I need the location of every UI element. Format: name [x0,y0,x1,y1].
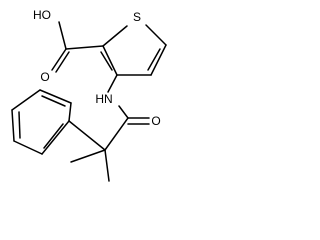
phenyl-double-1 [41,95,66,107]
quaternary-carbon [68,120,110,182]
atom-label-amide-carbonyl-oxygen: O [151,114,160,128]
bond-c3-n [107,74,118,93]
bond-c5-c4-double [147,48,161,71]
atom-label-amide-nitrogen: HN [95,92,112,106]
phenyl-bond-6 [41,120,70,155]
atom-label-acid-carbonyl-oxygen: O [40,70,49,84]
phenyl-double-2 [18,111,21,139]
atom-label-hydroxyl: HO [33,8,51,22]
bond-c-carbonyl-o-double [55,51,70,73]
bond-c3-c2 [102,45,118,76]
bond-c-oh [58,21,67,50]
bond-c-quaternary [104,117,129,151]
phenyl-bond-1 [68,102,72,122]
phenyl-double-3 [43,123,64,149]
carboxylic-acid-group [51,21,104,73]
bond-methyl-2 [70,149,106,163]
bond-c3-c2-double [100,51,113,71]
thiophene-ring [100,24,167,76]
amide-group [104,74,150,151]
phenyl-bond-3 [11,89,41,111]
bond-c-carbonyl-o [51,48,67,71]
bond-s-c5 [145,24,167,46]
bond-methyl-1 [104,149,110,182]
bond-n-c [118,105,129,119]
bond-c2-s [102,25,128,47]
phenyl-bond-5 [13,140,43,155]
phenyl-ring [11,89,72,155]
phenyl-bond-4 [11,109,15,142]
bond-c-ring [65,45,104,50]
chemical-structure-diagram: HO O S HN O [11,8,167,182]
atom-label-sulfur: S [133,10,141,24]
bond-c5-c4 [150,44,167,76]
phenyl-bond-2 [39,89,72,104]
bond-phenyl [68,120,106,151]
